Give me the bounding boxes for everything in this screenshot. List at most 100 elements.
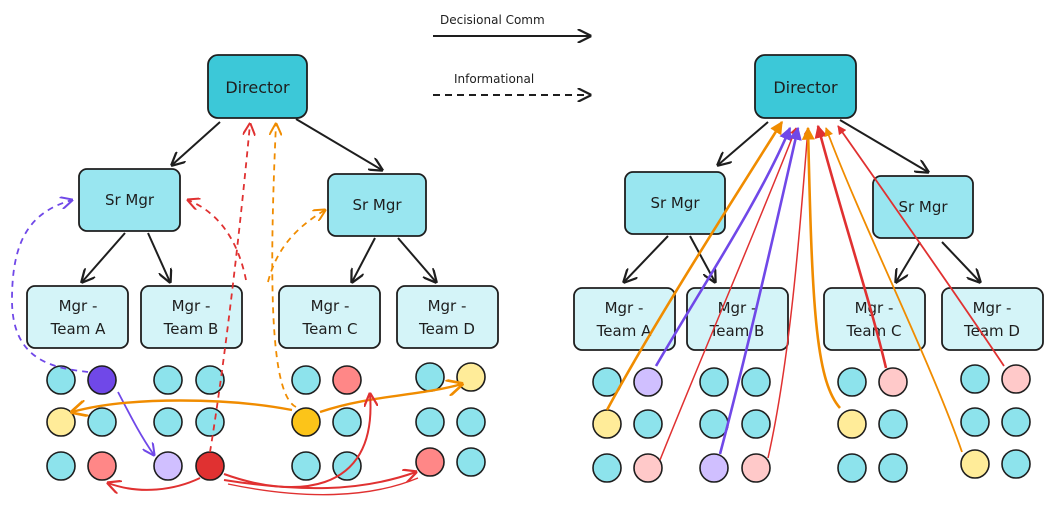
left-team-d-node: Mgr - Team D [396,285,499,349]
left-sr-mgr-1-label: Sr Mgr [105,191,155,209]
employee-dot [960,364,990,394]
left-team-c-node: Mgr - Team C [278,285,381,349]
right-sr-mgr-1-label: Sr Mgr [650,194,700,212]
purple-direct-arrow [654,126,792,367]
red-direct-arrow [767,127,812,459]
orange-informational-arrow-director [272,124,297,408]
red-direct-arrow [837,125,1005,367]
employee-dot [415,407,445,437]
purple-informational-arrow [11,200,89,373]
employee-dot [456,447,486,477]
employee-dot-yellow [837,409,867,439]
left-team-b-line2: Team B [163,320,219,338]
employee-dot [960,407,990,437]
employee-dot [87,407,117,437]
left-communication-arrows [11,124,462,496]
employee-dot-yellow [960,449,990,479]
employee-dot [741,409,771,439]
employee-dot [592,453,622,483]
employee-dot [195,407,225,437]
left-director-node: Director [207,54,308,119]
employee-dot [699,367,729,397]
employee-dot [46,451,76,481]
left-sr-mgr-2-label: Sr Mgr [352,196,402,214]
red-decisional-arrow-up [223,394,371,488]
employee-dot [153,407,183,437]
employee-dot-purple [87,365,117,395]
right-team-c-line1: Mgr - [855,299,894,317]
orange-direct-arrow [605,120,784,411]
employee-dot-yellow [46,407,76,437]
right-sr-mgr-1-node: Sr Mgr [624,171,726,235]
employee-dot [741,367,771,397]
left-team-a-line2: Team A [50,320,106,338]
employee-dot-purple [153,451,183,481]
right-team-b-line1: Mgr - [718,299,757,317]
legend: Decisional Comm Informational [433,13,590,95]
purple-decisional-arrow [117,391,154,455]
right-director-node: Director [754,54,857,119]
red-direct-arrow [814,124,888,369]
employee-dot [456,407,486,437]
left-team-c-line2: Team C [302,320,358,338]
employee-dot [699,409,729,439]
purple-direct-arrow [718,126,802,455]
right-sr-mgr-2-label: Sr Mgr [898,198,948,216]
employee-dot [415,362,445,392]
right-team-d-line1: Mgr - [973,299,1012,317]
red-decisional-arrow-left [108,477,201,490]
orange-decisional-arrow-left [72,399,293,413]
left-team-b-line1: Mgr - [172,297,211,315]
legend-informational-label: Informational [454,72,534,86]
right-team-b-node: Mgr - Team B [686,287,789,351]
right-director-label: Director [773,78,838,97]
employee-dot-red [87,451,117,481]
employee-dot [1001,407,1031,437]
red-informational-arrow-director [209,124,250,453]
employee-dot [291,451,321,481]
right-employees [592,364,1031,483]
orange-informational-arrow-srmgr [267,210,325,283]
left-team-a-line1: Mgr - [59,297,98,315]
right-team-d-line2: Team D [963,322,1020,340]
employee-dot-red [878,367,908,397]
left-employees [46,362,486,481]
left-team-a-node: Mgr - Team A [26,285,129,349]
red-direct-arrow [659,127,798,461]
employee-dot [153,365,183,395]
employee-dot-red [1001,364,1031,394]
left-team-c-line1: Mgr - [311,297,350,315]
employee-dot-yellow [592,409,622,439]
red-informational-arrow-srmgr [188,200,247,281]
employee-dot [837,367,867,397]
right-team-b-line2: Team B [709,322,765,340]
employee-dot [195,365,225,395]
employee-dot [633,409,663,439]
employee-dot-red [415,447,445,477]
left-sr-mgr-1-node: Sr Mgr [78,168,181,232]
employee-dot-yellow [291,407,321,437]
orange-decisional-arrow-right [319,384,462,414]
right-team-c-line2: Team C [846,322,902,340]
orange-direct-arrow [801,126,841,409]
employee-dot [291,365,321,395]
right-hierarchy-arrows [624,119,980,282]
left-director-label: Director [225,78,290,97]
left-team-d-line1: Mgr - [428,297,467,315]
left-org-chart: Director Sr Mgr Sr Mgr Mgr - Team A Mgr … [11,54,499,496]
employee-dot [878,409,908,439]
red-decisional-arrow-right [223,472,416,490]
employee-dot [46,365,76,395]
left-team-d-line2: Team D [418,320,475,338]
left-hierarchy-arrows [82,118,436,282]
employee-dot-yellow [456,362,486,392]
employee-dot-red [332,365,362,395]
employee-dot-purple [633,367,663,397]
employee-dot-red [633,453,663,483]
employee-dot-red [741,453,771,483]
right-sr-mgr-2-node: Sr Mgr [872,175,974,239]
employee-dot [332,407,362,437]
employee-dot-red [195,451,225,481]
employee-dot [1001,449,1031,479]
